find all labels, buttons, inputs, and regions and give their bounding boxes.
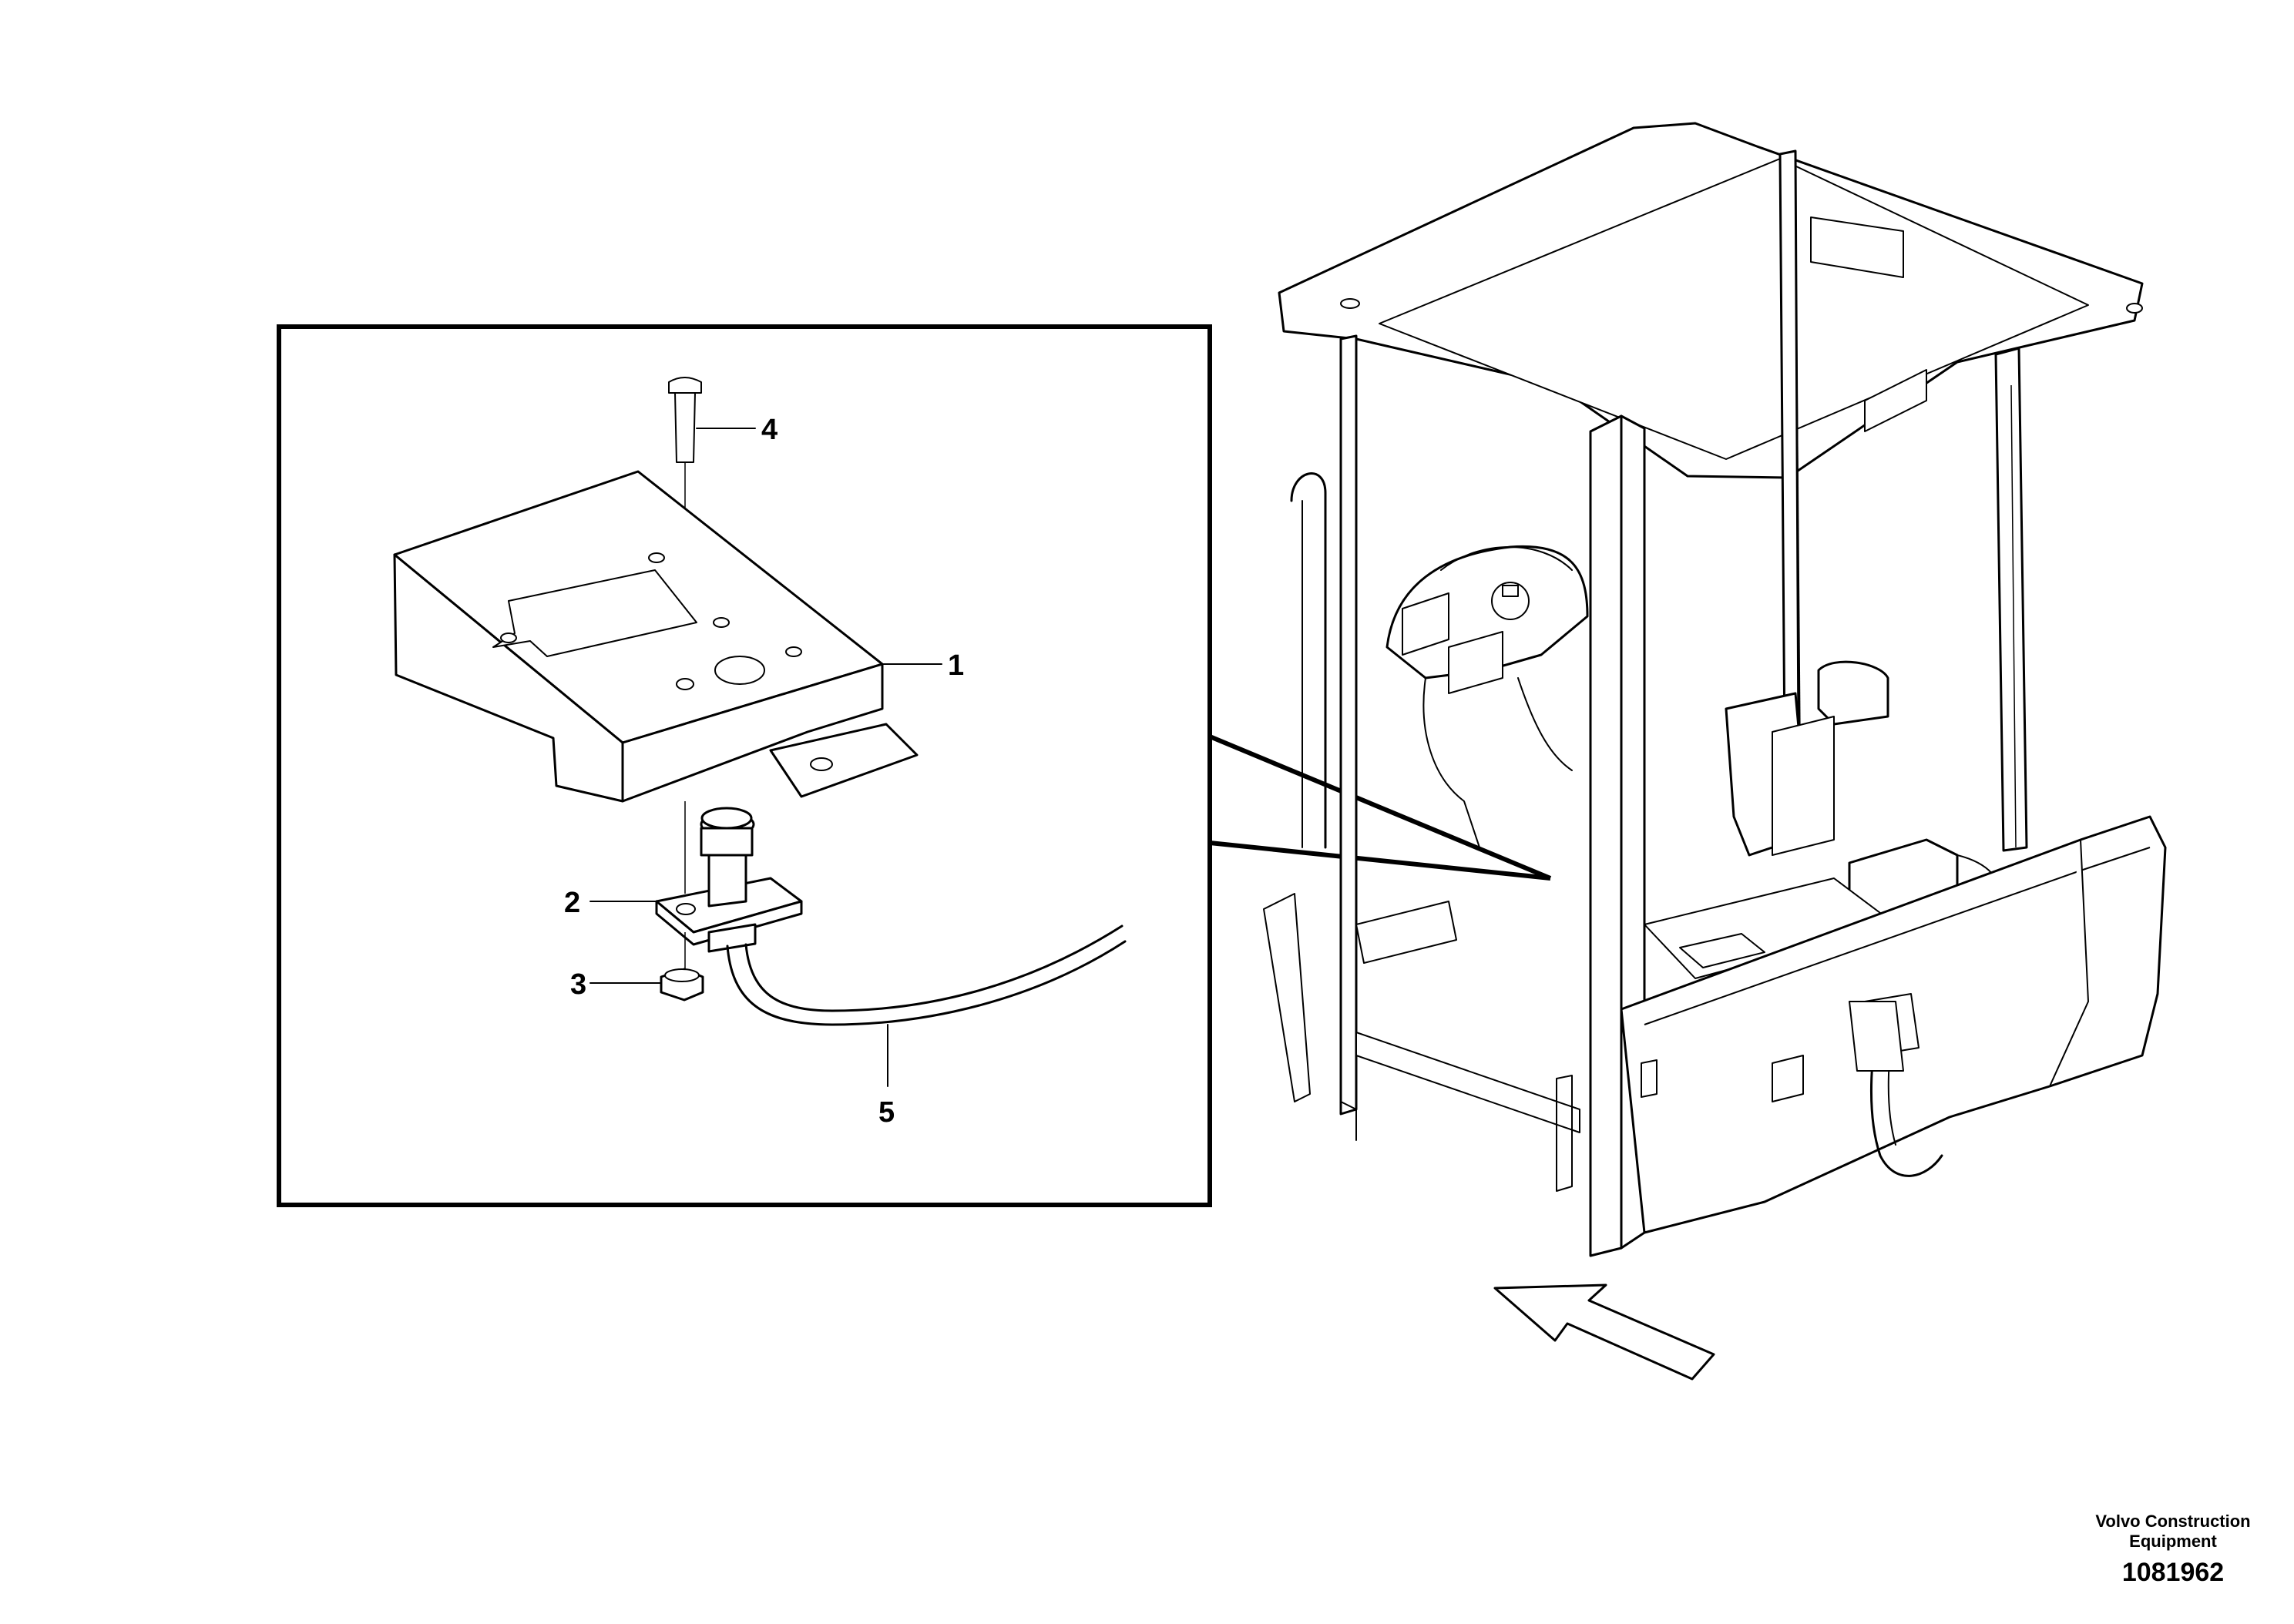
- detail-frame: [277, 324, 1212, 1207]
- zoom-wedge-lower: [1209, 841, 1551, 881]
- cab-pillar-rear-left: [1339, 334, 1358, 1116]
- part-bracket-plate: [393, 470, 919, 894]
- footer-brand-line1: Volvo Construction: [2095, 1512, 2250, 1531]
- detail-inset: 4 1 2 3 5: [277, 324, 1552, 1207]
- part-nut: [660, 932, 704, 1002]
- zoom-wedge-upper: [1208, 734, 1552, 881]
- callout-3: 3: [570, 968, 586, 1001]
- cab-roof-opening: [1379, 158, 2089, 460]
- footer-brand-line2: Equipment: [2129, 1532, 2217, 1551]
- footer: Volvo Construction Equipment 1081962: [2095, 1512, 2250, 1587]
- callout-2: 2: [564, 887, 580, 919]
- dashboard: [1385, 545, 1589, 848]
- joystick: [1817, 660, 1889, 726]
- cab-pillar-front-left: [1589, 414, 1623, 1257]
- part-cable: [726, 924, 1127, 1026]
- callout-1: 1: [948, 649, 964, 682]
- callout-5: 5: [878, 1096, 895, 1129]
- drawing-number: 1081962: [2122, 1558, 2224, 1587]
- callout-4: 4: [761, 414, 778, 446]
- part-switch: [655, 807, 803, 953]
- view-direction-arrow: [1493, 1283, 1715, 1381]
- cab-pillar-front-right: [1994, 347, 2028, 852]
- cab-overview: [1263, 122, 2167, 1257]
